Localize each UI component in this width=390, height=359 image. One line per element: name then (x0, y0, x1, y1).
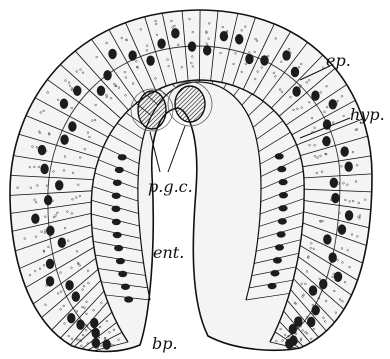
cell-nucleus (65, 280, 73, 290)
hypoblast-nucleus (275, 244, 284, 250)
cell-nucleus (245, 54, 253, 64)
cell-nucleus (344, 161, 352, 171)
hypoblast-nucleus (116, 258, 125, 264)
hypoblast-nucleus (270, 270, 279, 276)
cell-nucleus (67, 313, 75, 323)
cell-nucleus (73, 86, 81, 96)
hypoblast-nucleus (279, 205, 288, 211)
cell-nucleus (331, 193, 339, 203)
cell-nucleus (220, 31, 228, 41)
hypoblast-nucleus (113, 232, 122, 238)
cell-nucleus (171, 28, 179, 38)
hypoblast-nucleus (112, 193, 121, 199)
cell-nucleus (90, 318, 98, 328)
label-pgc: p.g.c. (148, 177, 193, 196)
cell-nucleus (334, 272, 342, 282)
cell-nucleus (58, 237, 66, 247)
hypoblast-nucleus (118, 271, 127, 277)
label-hyp: hyp. (350, 105, 385, 124)
hypoblast-nucleus (277, 166, 286, 172)
hypoblast-nucleus (113, 180, 122, 186)
hypoblast-nucleus (124, 296, 133, 302)
cell-nucleus (68, 121, 76, 131)
hypoblast-nucleus (115, 167, 124, 173)
cell-nucleus (60, 135, 68, 145)
label-bp: bp. (152, 334, 178, 353)
cell-nucleus (44, 195, 52, 205)
cell-nucleus (323, 234, 331, 244)
cell-nucleus (203, 45, 211, 55)
cell-nucleus (46, 276, 54, 286)
hypoblast-nucleus (268, 283, 277, 289)
hypoblast-nucleus (111, 206, 120, 212)
hypoblast-nucleus (277, 231, 286, 237)
label-ep: ep. (326, 51, 351, 70)
cell-nucleus (289, 324, 297, 334)
cell-nucleus (307, 317, 315, 327)
pgc-leader-right (168, 126, 185, 172)
cell-nucleus (311, 91, 319, 101)
cell-nucleus (103, 70, 111, 80)
cell-nucleus (102, 339, 110, 349)
cell-nucleus (345, 210, 353, 220)
hypoblast-nucleus (275, 153, 284, 159)
cell-nucleus (97, 86, 105, 96)
cell-nucleus (340, 146, 348, 156)
cell-nucleus (235, 34, 243, 44)
cell-nucleus (292, 86, 300, 96)
hypoblast-nucleus (118, 154, 127, 160)
cell-nucleus (312, 305, 320, 315)
cell-nucleus (128, 50, 136, 60)
cell-nucleus (319, 279, 327, 289)
hypoblast-nucleus (112, 219, 121, 225)
cell-nucleus (322, 136, 330, 146)
cell-nucleus (38, 145, 46, 155)
hypoblast-nucleus (279, 192, 288, 198)
cell-nucleus (328, 252, 336, 262)
cell-nucleus (108, 49, 116, 59)
cell-nucleus (31, 213, 39, 223)
hypoblast-nucleus (273, 257, 282, 263)
cell-nucleus (157, 39, 165, 49)
cell-nucleus (55, 180, 63, 190)
cell-nucleus (285, 339, 293, 349)
cell-nucleus (329, 99, 337, 109)
cell-nucleus (260, 55, 268, 65)
cell-nucleus (76, 319, 84, 329)
hypoblast-nucleus (121, 284, 130, 290)
cell-nucleus (188, 41, 196, 51)
cell-nucleus (40, 164, 48, 174)
hypoblast-nucleus (114, 245, 123, 251)
cell-nucleus (91, 328, 99, 338)
cell-nucleus (146, 55, 154, 65)
cell-nucleus (46, 259, 54, 269)
cell-nucleus (60, 98, 68, 108)
cell-nucleus (46, 226, 54, 236)
cell-nucleus (282, 50, 290, 60)
cell-nucleus (92, 338, 100, 348)
cell-nucleus (330, 178, 338, 188)
cell-nucleus (338, 224, 346, 234)
hypoblast-nucleus (279, 179, 288, 185)
cell-nucleus (291, 67, 299, 77)
germ-cell-nucleus (175, 86, 205, 122)
hypoblast-nucleus (278, 218, 287, 224)
germ-cell-nucleus (138, 91, 166, 129)
cell-nucleus (309, 285, 317, 295)
label-ent: ent. (153, 243, 184, 262)
cell-nucleus (72, 291, 80, 301)
